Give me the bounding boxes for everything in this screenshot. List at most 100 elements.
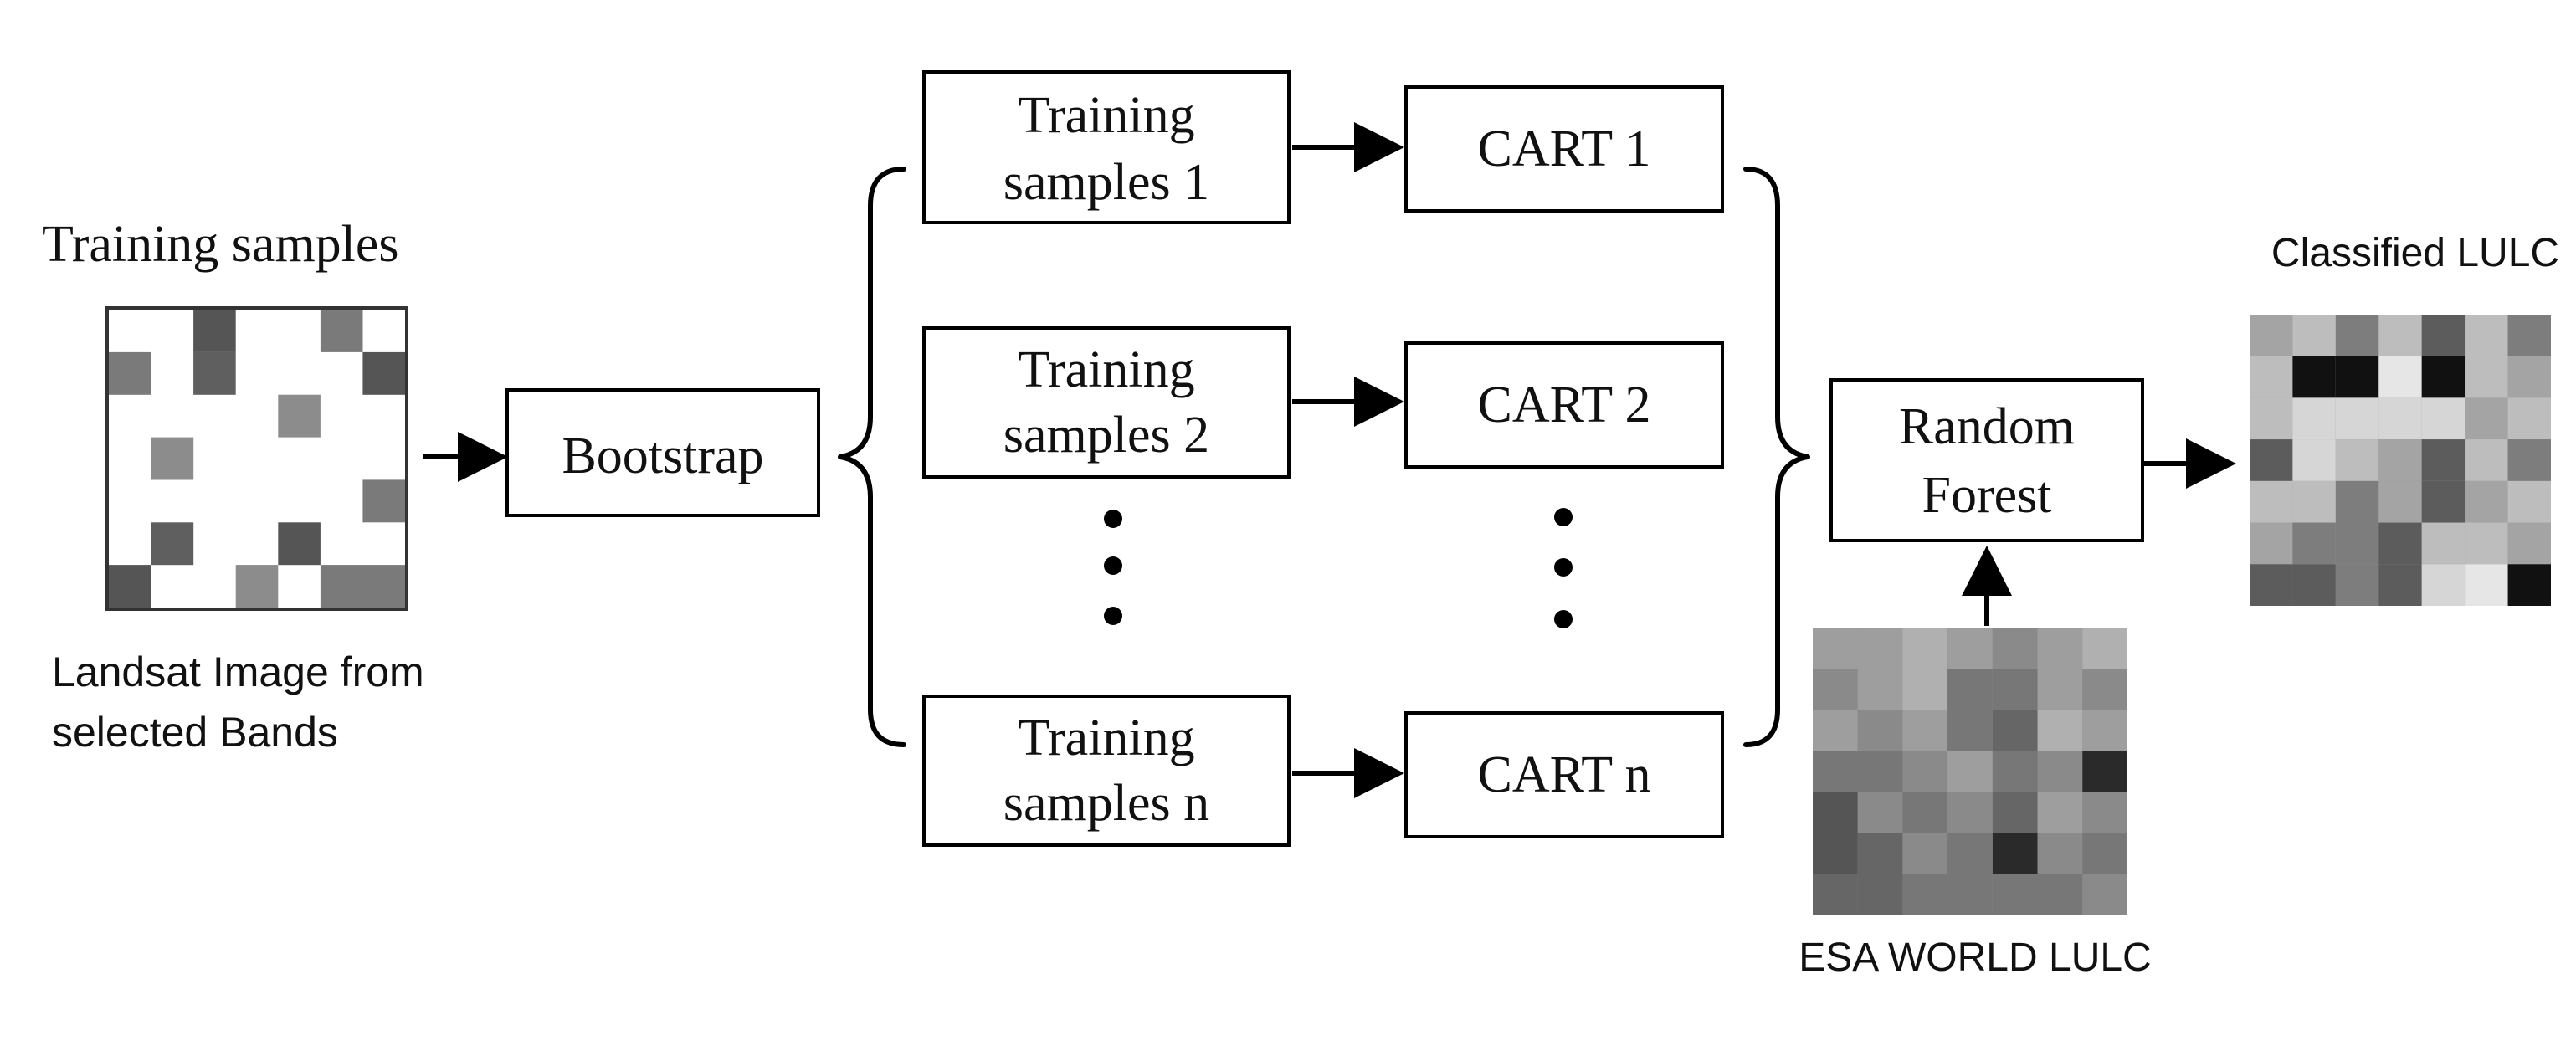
- classified-cell: [2378, 564, 2422, 606]
- esa-cell: [1992, 874, 2038, 915]
- bootstrap-node: Bootstrap: [505, 388, 820, 517]
- landsat-cell: [278, 394, 321, 438]
- esa-cell: [1902, 874, 1948, 915]
- classified-cell: [2378, 522, 2422, 565]
- random-forest-node: Random Forest: [1829, 378, 2144, 542]
- classified-cell: [2421, 397, 2466, 440]
- classified-cell: [2250, 480, 2293, 523]
- cart-2-label: CART 2: [1477, 377, 1650, 433]
- esa-cell: [1992, 792, 2038, 833]
- classified-cell: [2292, 356, 2336, 398]
- classified-cell: [2465, 315, 2508, 356]
- classified-cell: [2421, 564, 2466, 606]
- classified-cell: [2507, 564, 2551, 606]
- training-samples-1-line1: Training: [1018, 87, 1194, 144]
- classified-cell: [2292, 397, 2336, 440]
- cart-n-node: CART n: [1404, 711, 1724, 838]
- classified-cell: [2378, 439, 2422, 481]
- classified-cell: [2335, 480, 2379, 523]
- esa-cell: [1902, 669, 1948, 710]
- right-brace: [1743, 167, 1810, 747]
- esa-cell: [1902, 628, 1948, 669]
- training-samples-n-line1: Training: [1018, 710, 1194, 766]
- esa-cell: [1813, 710, 1858, 751]
- classified-cell: [2465, 356, 2508, 398]
- esa-cell: [2037, 792, 2083, 833]
- classified-cell: [2465, 397, 2508, 440]
- classified-cell: [2507, 439, 2551, 481]
- training-samples-2-node: Training samples 2: [922, 326, 1291, 479]
- esa-cell: [2037, 874, 2083, 915]
- classified-cell: [2250, 315, 2293, 356]
- training-samples-1-line2: samples 1: [1003, 154, 1209, 211]
- training-samples-2-line1: Training: [1018, 341, 1194, 398]
- cart-2-node: CART 2: [1404, 341, 1724, 469]
- esa-cell: [1992, 833, 2038, 874]
- esa-cell: [1857, 792, 1903, 833]
- classified-cell: [2421, 439, 2466, 481]
- classified-cell: [2507, 397, 2551, 440]
- classified-cell: [2250, 439, 2293, 481]
- esa-cell: [2037, 751, 2083, 792]
- esa-cell: [1813, 792, 1858, 833]
- classified-cell: [2465, 522, 2508, 565]
- esa-cell: [1902, 710, 1948, 751]
- classified-cell: [2335, 439, 2379, 481]
- classified-cell: [2421, 356, 2466, 398]
- esa-cell: [1813, 751, 1858, 792]
- classified-cell: [2378, 356, 2422, 398]
- classified-cell: [2250, 397, 2293, 440]
- classified-cell: [2421, 522, 2466, 565]
- esa-cell: [1947, 792, 1993, 833]
- esa-cell: [2082, 874, 2127, 915]
- esa-cell: [2082, 669, 2127, 710]
- esa-cell: [2082, 751, 2127, 792]
- classified-cell: [2465, 564, 2508, 606]
- esa-cell: [1947, 628, 1993, 669]
- landsat-cell: [109, 565, 151, 608]
- esa-cell: [1947, 751, 1993, 792]
- esa-cell: [2082, 628, 2127, 669]
- esa-cell: [1992, 710, 2038, 751]
- landsat-cell: [320, 565, 363, 608]
- esa-cell: [1857, 833, 1903, 874]
- training-samples-n-node: Training samples n: [922, 695, 1291, 847]
- esa-cell: [1902, 833, 1948, 874]
- classified-cell: [2292, 315, 2336, 356]
- esa-cell: [2037, 628, 2083, 669]
- esa-cell: [1947, 710, 1993, 751]
- esa-cell: [1857, 710, 1903, 751]
- esa-cell: [1857, 628, 1903, 669]
- esa-cell: [1947, 669, 1993, 710]
- esa-cell: [1857, 874, 1903, 915]
- landsat-cell: [151, 437, 194, 480]
- training-samples-title: Training samples: [42, 216, 399, 273]
- classified-cell: [2507, 356, 2551, 398]
- classified-cell: [2250, 522, 2293, 565]
- classified-cell: [2292, 522, 2336, 565]
- landsat-caption-line1: Landsat Image from: [52, 649, 424, 695]
- training-ellipsis-dots: [1104, 510, 1122, 625]
- classified-lulc-title: Classified LULC: [2271, 231, 2559, 275]
- classified-cell: [2292, 564, 2336, 606]
- esa-cell: [1857, 751, 1903, 792]
- landsat-caption-line2: selected Bands: [52, 709, 338, 756]
- esa-world-lulc-label: ESA WORLD LULC: [1799, 936, 2151, 980]
- landsat-cell: [362, 351, 405, 395]
- esa-cell: [2037, 669, 2083, 710]
- esa-cell: [1947, 833, 1993, 874]
- classified-cell: [2507, 522, 2551, 565]
- cart-n-label: CART n: [1477, 746, 1650, 803]
- esa-cell: [1813, 833, 1858, 874]
- bootstrap-label: Bootstrap: [562, 428, 763, 484]
- classified-cell: [2335, 315, 2379, 356]
- esa-cell: [1902, 751, 1948, 792]
- classified-cell: [2250, 564, 2293, 606]
- landsat-cell: [320, 310, 363, 352]
- training-samples-n-line2: samples n: [1003, 775, 1209, 832]
- landsat-image-thumbnail: [105, 306, 408, 611]
- landsat-cell: [193, 310, 236, 352]
- training-samples-1-node: Training samples 1: [922, 70, 1291, 224]
- esa-cell: [1813, 874, 1858, 915]
